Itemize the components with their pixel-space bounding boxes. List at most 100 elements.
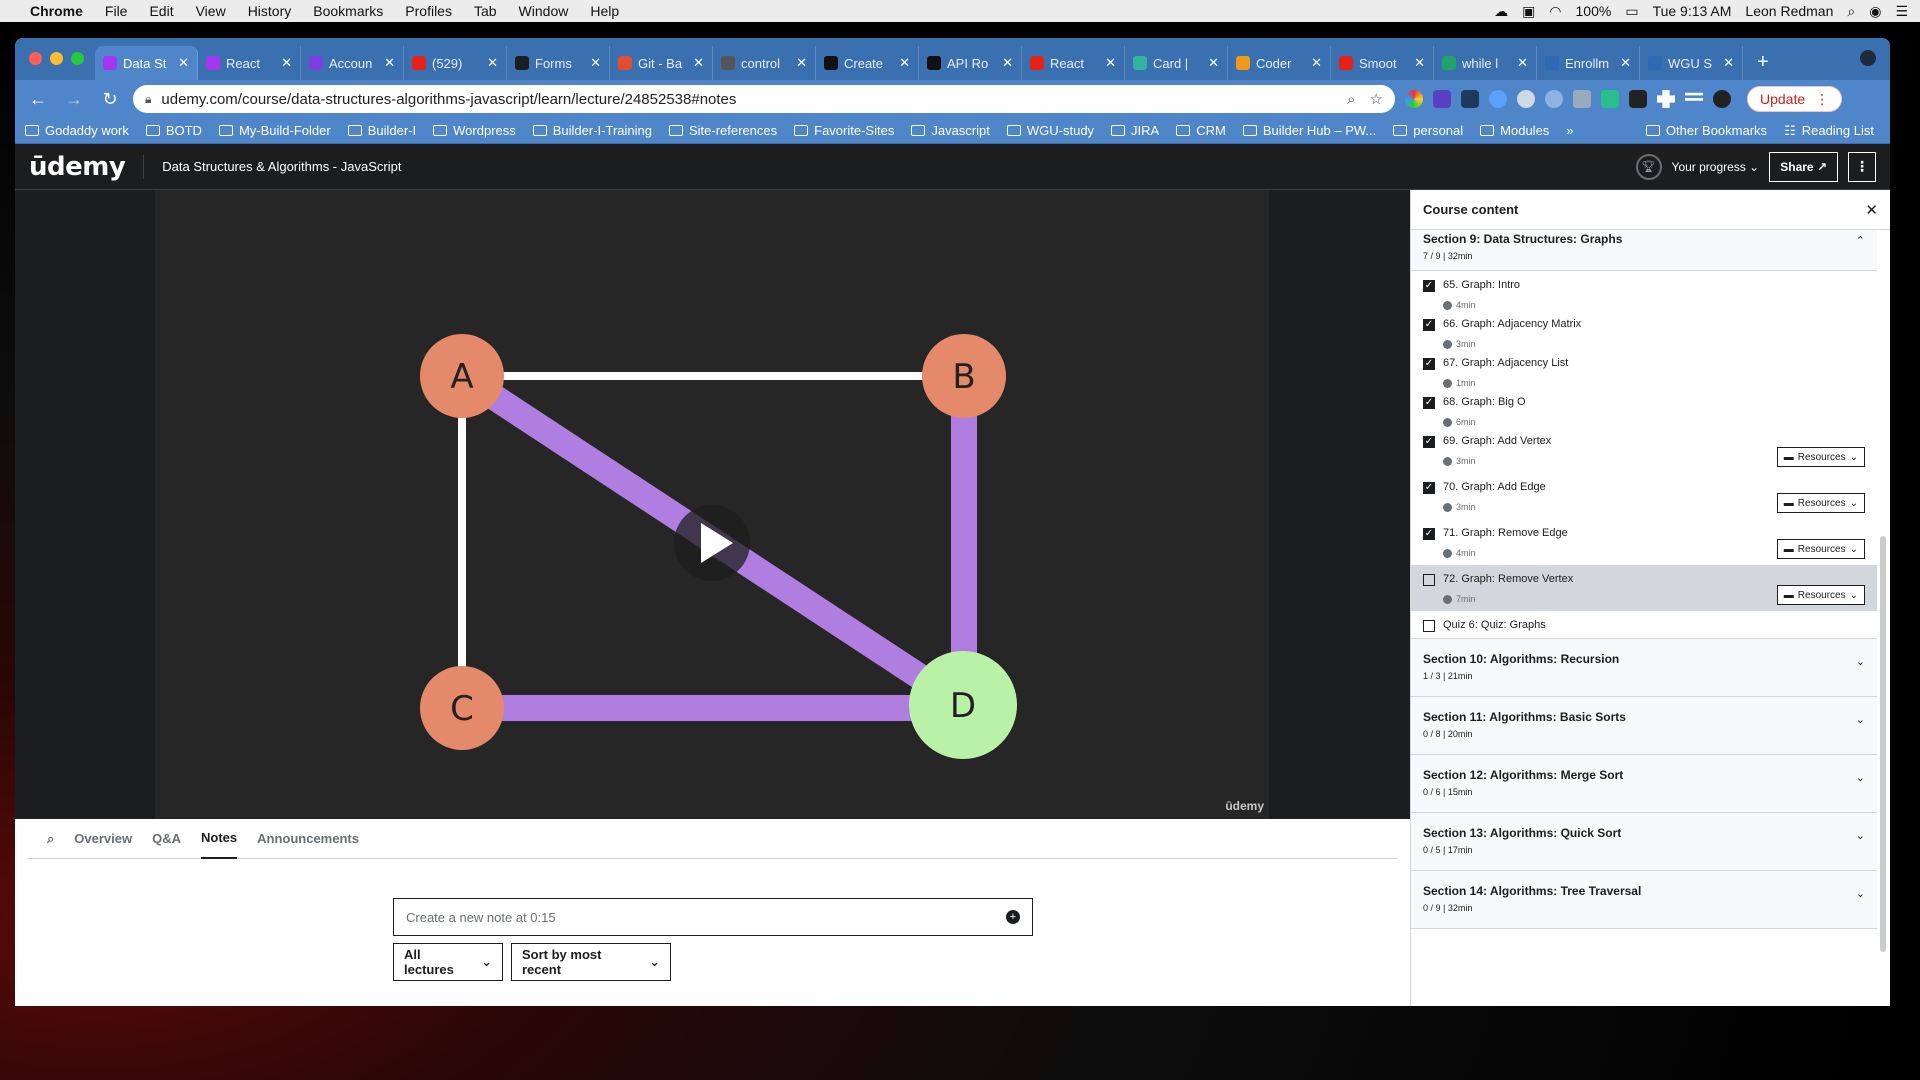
close-window-button[interactable]: [29, 52, 42, 65]
bookmark-item[interactable]: Javascript: [911, 123, 990, 138]
browser-tab[interactable]: Card |✕: [1125, 46, 1228, 80]
menu-profiles[interactable]: Profiles: [405, 3, 452, 19]
tab-announcements[interactable]: Announcements: [257, 831, 359, 846]
browser-tab[interactable]: Accoun✕: [301, 46, 404, 80]
close-tab-icon[interactable]: ✕: [1002, 55, 1013, 70]
browser-tab[interactable]: API Ro✕: [919, 46, 1022, 80]
menu-file[interactable]: File: [104, 3, 128, 19]
screen-record-icon[interactable]: ▣: [1522, 2, 1536, 19]
section-header-current[interactable]: Section 9: Data Structures: Graphs 7 / 9…: [1411, 230, 1877, 271]
close-tab-icon[interactable]: ✕: [1105, 55, 1116, 70]
url-text[interactable]: udemy.com/course/data-structures-algorit…: [161, 90, 737, 108]
browser-tab[interactable]: Coder✕: [1228, 46, 1331, 80]
browser-tab[interactable]: WGU S✕: [1640, 46, 1743, 80]
close-tab-icon[interactable]: ✕: [1208, 55, 1219, 70]
close-tab-icon[interactable]: ✕: [281, 55, 292, 70]
search-icon[interactable]: ⌕: [47, 830, 55, 846]
address-bar[interactable]: 🔒︎ udemy.com/course/data-structures-algo…: [133, 85, 1395, 113]
close-tab-icon[interactable]: ✕: [384, 55, 395, 70]
browser-tab[interactable]: Git - Ba✕: [610, 46, 713, 80]
zoom-icon[interactable]: ⌕: [1347, 90, 1356, 108]
resources-button[interactable]: ▬Resources⌄: [1776, 585, 1865, 605]
extension-badge-icon[interactable]: [1433, 90, 1451, 108]
browser-tab[interactable]: (529)✕: [404, 46, 507, 80]
close-tab-icon[interactable]: ✕: [899, 55, 910, 70]
extension-gray-icon[interactable]: [1517, 90, 1535, 108]
extensions-puzzle-icon[interactable]: [1657, 90, 1675, 108]
lock-icon[interactable]: 🔒︎: [145, 91, 152, 106]
checkbox[interactable]: ✓: [1423, 528, 1435, 540]
browser-tab[interactable]: control✕: [713, 46, 816, 80]
bookmark-star-icon[interactable]: ☆: [1369, 91, 1383, 108]
extension-link-icon[interactable]: [1545, 90, 1563, 108]
resources-button[interactable]: ▬Resources⌄: [1776, 493, 1865, 513]
sidebar-scrollbar[interactable]: [1880, 536, 1886, 952]
checkbox[interactable]: ✓: [1423, 319, 1435, 331]
close-tab-icon[interactable]: ✕: [1620, 55, 1631, 70]
close-tab-icon[interactable]: ✕: [487, 55, 498, 70]
close-tab-icon[interactable]: ✕: [796, 55, 807, 70]
bookmark-item[interactable]: Godaddy work: [25, 123, 129, 138]
bookmark-item[interactable]: Builder Hub – PW...: [1242, 123, 1376, 138]
browser-tab[interactable]: while l✕: [1434, 46, 1537, 80]
close-tab-icon[interactable]: ✕: [1414, 55, 1425, 70]
user-name[interactable]: Leon Redman: [1745, 3, 1834, 19]
bookmark-item[interactable]: Site-references: [668, 123, 777, 138]
menu-view[interactable]: View: [195, 3, 226, 19]
share-button[interactable]: Share ↗: [1769, 151, 1838, 182]
more-options-button[interactable]: ⋮: [1848, 151, 1876, 182]
menu-window[interactable]: Window: [518, 3, 569, 19]
update-button[interactable]: Update⋮: [1747, 86, 1843, 112]
color-picker-extension-icon[interactable]: [1405, 90, 1423, 108]
minimize-window-button[interactable]: [50, 52, 63, 65]
bookmark-item[interactable]: CRM: [1176, 123, 1226, 138]
reading-list-icon[interactable]: [1685, 92, 1703, 101]
menu-app-chrome[interactable]: Chrome: [30, 3, 83, 19]
browser-tab[interactable]: Data St✕: [95, 46, 198, 80]
new-note-input[interactable]: Create a new note at 0:15 +: [393, 898, 1033, 936]
extension-grid-icon[interactable]: [1461, 90, 1479, 108]
close-tab-icon[interactable]: ✕: [178, 55, 189, 70]
bookmark-item[interactable]: Favorite-Sites: [794, 123, 894, 138]
browser-tab[interactable]: Smoot✕: [1331, 46, 1434, 80]
back-arrow-icon[interactable]: ←: [29, 88, 47, 109]
bookmark-item[interactable]: My-Build-Folder: [218, 123, 331, 138]
menu-edit[interactable]: Edit: [149, 3, 174, 19]
bookmark-item[interactable]: Modules: [1480, 123, 1549, 138]
extension-dark-icon[interactable]: [1629, 90, 1647, 108]
browser-tab[interactable]: Create✕: [816, 46, 919, 80]
extension-m-icon[interactable]: [1601, 90, 1619, 108]
extension-circle-icon[interactable]: [1489, 90, 1507, 108]
camera-extension-icon[interactable]: [1573, 90, 1591, 108]
bookmark-item[interactable]: personal: [1393, 123, 1463, 138]
resources-button[interactable]: ▬Resources⌄: [1776, 447, 1865, 467]
menu-history[interactable]: History: [247, 3, 292, 19]
battery-percent[interactable]: 100%: [1575, 3, 1612, 19]
siri-icon[interactable]: ◉: [1869, 2, 1882, 19]
browser-tab[interactable]: React✕: [1022, 46, 1125, 80]
zoom-window-button[interactable]: [71, 52, 84, 65]
wifi-icon[interactable]: ◠: [1549, 2, 1562, 19]
video-player[interactable]: A B C D ūdemy: [15, 190, 1410, 819]
close-tab-icon[interactable]: ✕: [693, 55, 704, 70]
checkbox[interactable]: [1423, 574, 1435, 586]
browser-tab[interactable]: Forms✕: [507, 46, 610, 80]
trophy-icon[interactable]: 🏆︎: [1635, 153, 1662, 180]
bookmark-other[interactable]: Other Bookmarks: [1645, 123, 1767, 138]
battery-icon[interactable]: ▭: [1625, 2, 1639, 19]
profile-avatar[interactable]: [1713, 90, 1731, 108]
bookmarks-overflow[interactable]: »: [1566, 123, 1574, 138]
bookmark-item[interactable]: Builder-I: [347, 123, 416, 138]
checkbox[interactable]: ✓: [1423, 358, 1435, 370]
close-tab-icon[interactable]: ✕: [1517, 55, 1528, 70]
close-tab-icon[interactable]: ✕: [1311, 55, 1322, 70]
sort-dropdown[interactable]: Sort by most recent ⌄: [511, 943, 671, 981]
checkbox[interactable]: ✓: [1423, 397, 1435, 409]
